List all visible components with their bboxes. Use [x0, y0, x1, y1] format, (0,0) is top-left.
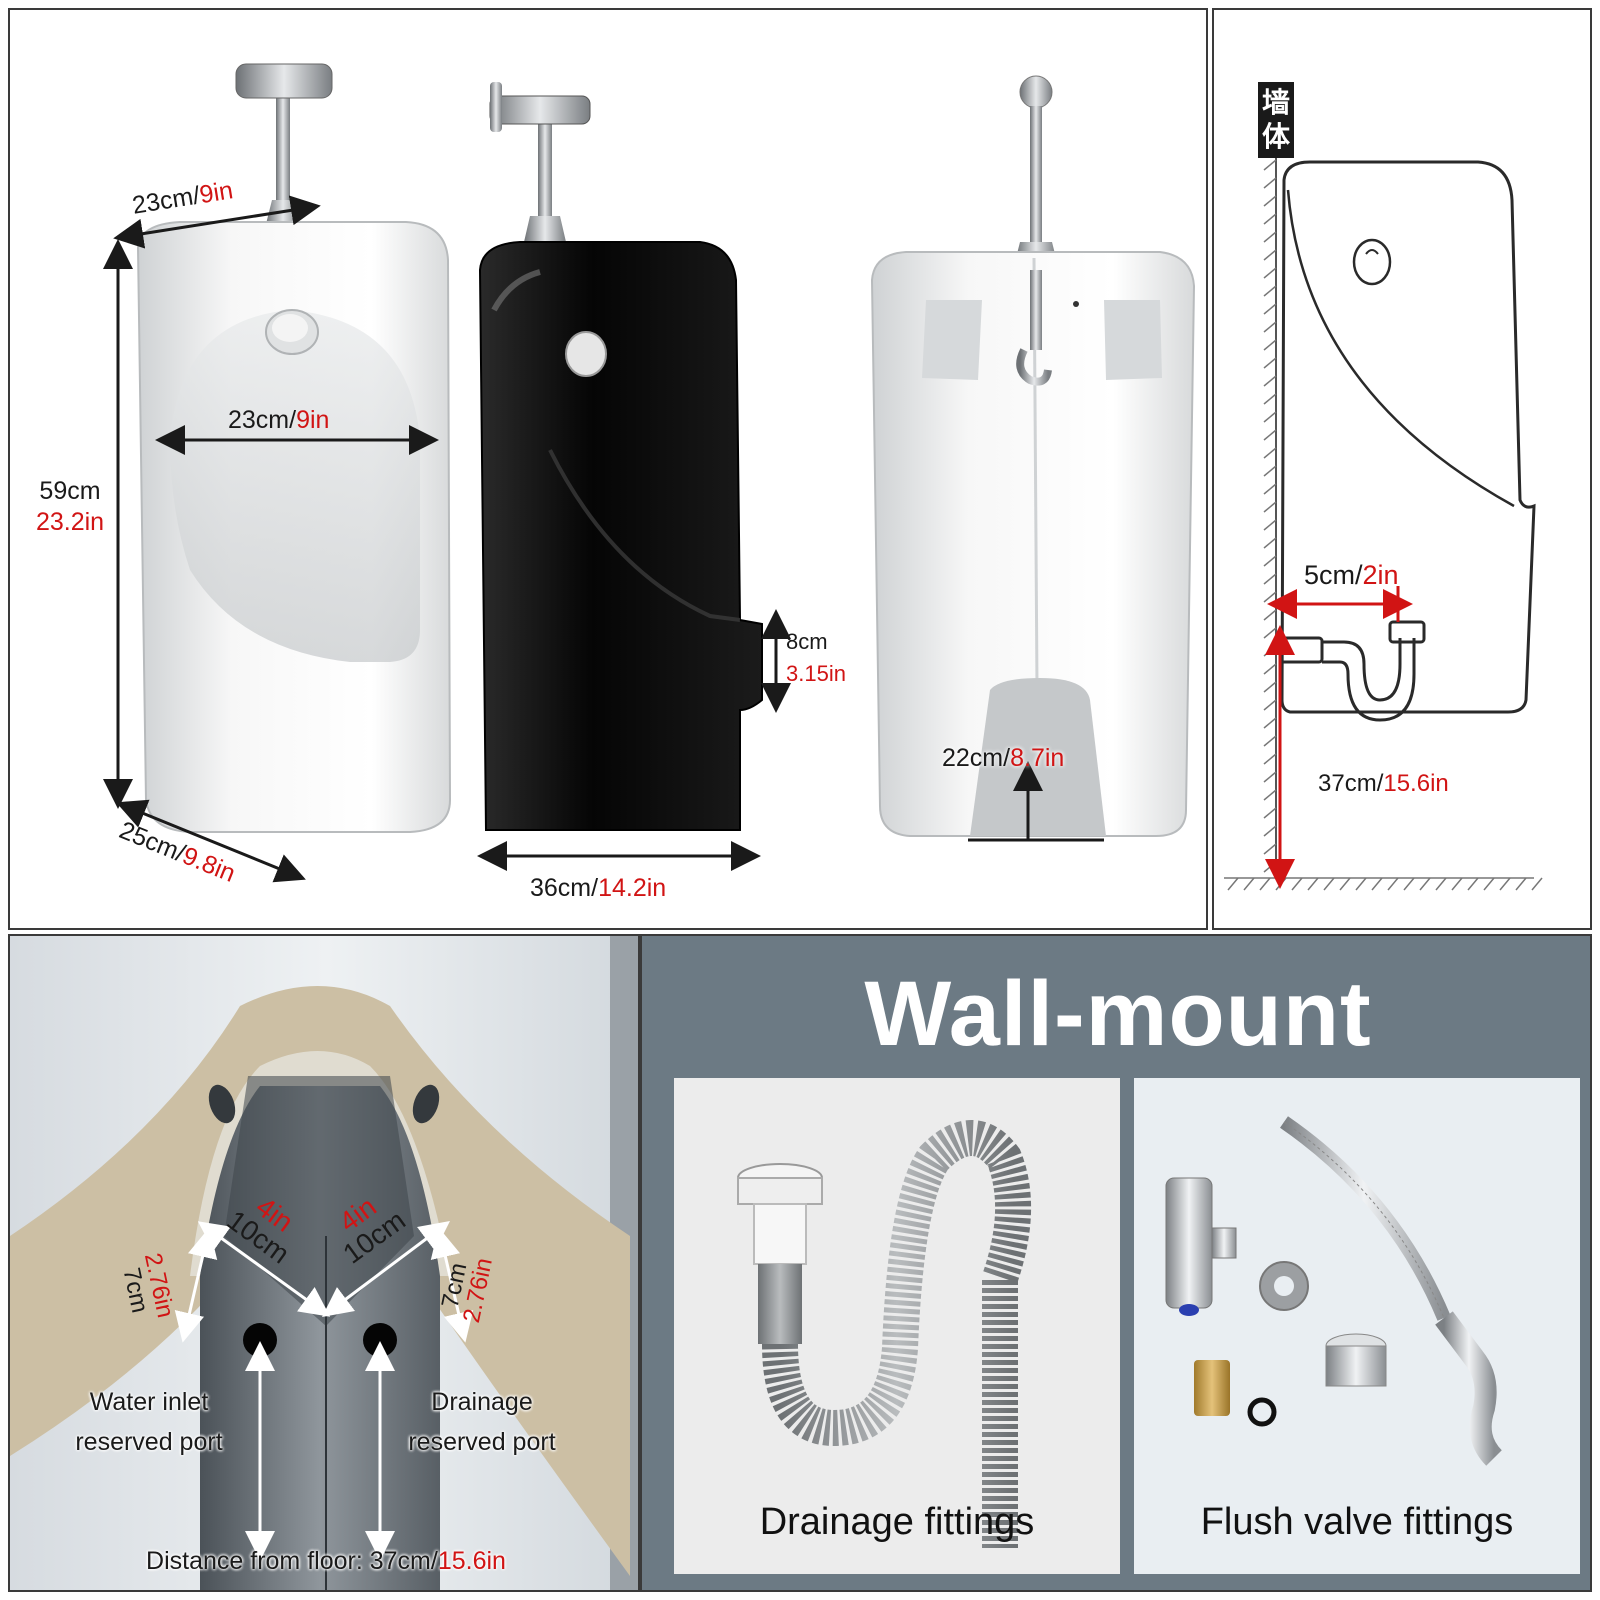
wall-hatch-mark: [1263, 357, 1277, 369]
wall-hatch-mark: [1263, 753, 1277, 765]
wall-hatch-mark: [1263, 717, 1277, 729]
wall-hatch-mark: [1263, 195, 1277, 207]
closeup-illustration: [10, 936, 638, 1590]
wall-hatch-mark: [1263, 861, 1277, 873]
floor-hatch-mark: [1243, 877, 1255, 891]
wall-hatch-mark: [1263, 501, 1277, 513]
wall-hatch-mark: [1263, 249, 1277, 261]
floor-height-label: 37cm/15.6in: [1318, 770, 1449, 797]
back-opening-label: 22cm/8.7in: [942, 744, 1065, 772]
wall-hatch-mark: [1263, 375, 1277, 387]
wall-label: 墙体: [1258, 82, 1294, 158]
wall-hatch-mark: [1263, 591, 1277, 603]
wall-hatch-mark: [1263, 771, 1277, 783]
floor-hatch-mark: [1355, 877, 1367, 891]
product-illustrations: [103, 63, 1196, 883]
wall-hatch-mark: [1263, 213, 1277, 225]
flush-valve-fittings-card: Flush valve fittings: [1134, 1078, 1580, 1574]
wall-hatch-mark: [1263, 465, 1277, 477]
wall-hatch-mark: [1263, 825, 1277, 837]
floor-hatch-mark: [1467, 877, 1479, 891]
floor-hatch-mark: [1531, 877, 1543, 891]
urinal-outline: [1280, 160, 1536, 714]
wall-hatch-mark: [1263, 789, 1277, 801]
floor-hatch-mark: [1451, 877, 1463, 891]
corrugated-hose: [762, 1120, 1032, 1548]
floor-hatch-marks: [1227, 877, 1543, 891]
floor-hatch-mark: [1275, 877, 1287, 891]
wall-hatch-mark: [1263, 663, 1277, 675]
wall-hatch-mark: [1263, 159, 1277, 171]
white-bowl-width-label: 23cm/9in: [228, 406, 330, 434]
wall-hatch-mark: [1263, 267, 1277, 279]
floor-hatch-mark: [1291, 877, 1303, 891]
drainage-fittings-image: [737, 1120, 1032, 1548]
wall-hatch-mark: [1263, 447, 1277, 459]
wall-hatch-mark: [1263, 555, 1277, 567]
floor-hatch-mark: [1403, 877, 1415, 891]
black-urinal: [478, 82, 763, 831]
floor-hatch-mark: [1339, 877, 1351, 891]
wall-hatch-mark: [1263, 393, 1277, 405]
wall-hatch-mark: [1263, 573, 1277, 585]
back-view-urinal: [870, 75, 1196, 837]
wall-hatch-mark: [1263, 177, 1277, 189]
floor-hatch-mark: [1371, 877, 1383, 891]
wall-hatch-mark: [1263, 843, 1277, 855]
white-urinal: [136, 63, 452, 833]
wall-hatch-mark: [1263, 609, 1277, 621]
flush-valve-fittings-image: [1165, 1116, 1503, 1466]
wall-hatch-mark: [1263, 537, 1277, 549]
flush-caption: Flush valve fittings: [1200, 1501, 1514, 1543]
wall-hatch-mark: [1263, 519, 1277, 531]
floor-hatch-mark: [1515, 877, 1527, 891]
wall-hatch-mark: [1263, 411, 1277, 423]
floor-hatch-mark: [1387, 877, 1399, 891]
headline: Wall-mount: [864, 963, 1372, 1065]
floor-distance-note: Distance from floor: 37cm/15.6in: [146, 1547, 506, 1575]
wall-hatch-mark: [1263, 807, 1277, 819]
wall-hatch-mark: [1263, 303, 1277, 315]
floor-hatch-mark: [1435, 877, 1447, 891]
floor-hatch-mark: [1227, 877, 1239, 891]
pipe-offset-label: 5cm/2in: [1304, 560, 1399, 590]
wall-hatch-mark: [1263, 681, 1277, 693]
wall-hatch-mark: [1263, 339, 1277, 351]
drain-port-hole: [363, 1323, 397, 1357]
wall-hatch-mark: [1263, 231, 1277, 243]
wall-hatch-mark: [1263, 285, 1277, 297]
drainage-fittings-card: Drainage fittings: [674, 1078, 1120, 1574]
fittings-panel: Wall-mount Drainage fittings: [640, 934, 1592, 1592]
floor-hatch-mark: [1259, 877, 1271, 891]
wall-hatch-mark: [1263, 735, 1277, 747]
dimension-lines: [103, 195, 1104, 883]
drainage-caption: Drainage fittings: [759, 1501, 1035, 1543]
inlet-port-hole: [243, 1323, 277, 1357]
floor-hatch-mark: [1307, 877, 1319, 891]
bowl-curve: [1286, 189, 1515, 508]
wall-hatch-marks: [1263, 159, 1277, 873]
wall-hatch-mark: [1263, 627, 1277, 639]
floor-hatch-mark: [1499, 877, 1511, 891]
spud-outline: [1352, 238, 1392, 286]
wall-hatch-mark: [1263, 321, 1277, 333]
wall-hatch-mark: [1263, 429, 1277, 441]
black-depth-label: 36cm/14.2in: [530, 874, 667, 902]
floor-hatch-mark: [1419, 877, 1431, 891]
trap-pipe: [1278, 620, 1426, 722]
installation-diagram-panel: 墙体 5cm/2in 37cm/15.6in: [1212, 8, 1592, 930]
wall-hatch-mark: [1263, 699, 1277, 711]
floor-hatch-mark: [1483, 877, 1495, 891]
floor-hatch-mark: [1323, 877, 1335, 891]
side-profile-drawing: [1224, 150, 1543, 891]
wall-hatch-mark: [1263, 483, 1277, 495]
wall-hatch-mark: [1263, 645, 1277, 657]
